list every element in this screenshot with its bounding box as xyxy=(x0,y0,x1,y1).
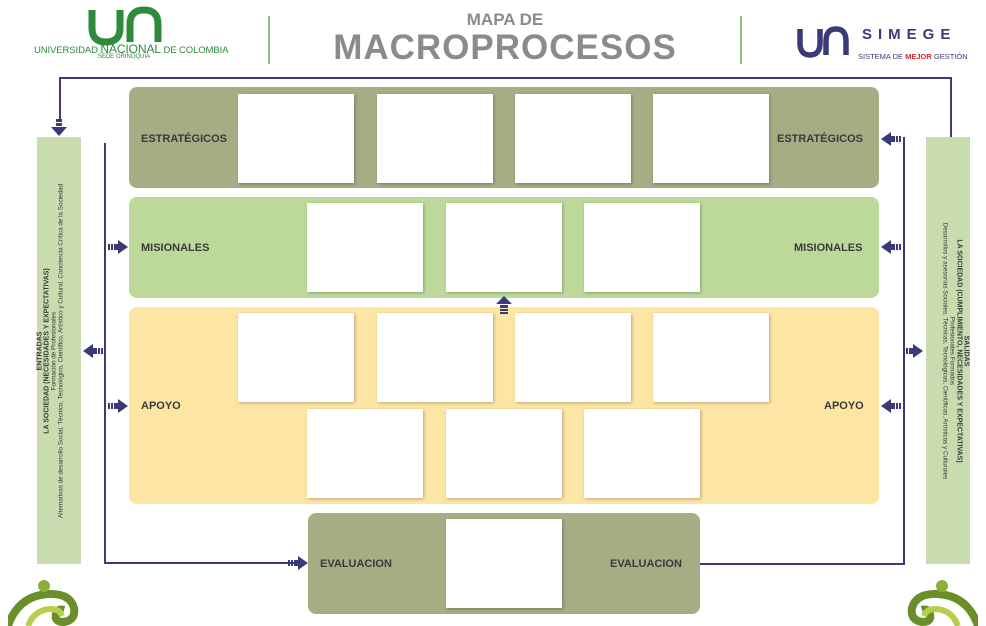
misionales-process-box[interactable] xyxy=(446,203,562,292)
left-arrow-icon xyxy=(83,344,103,358)
apoyo-process-box[interactable] xyxy=(377,313,493,402)
estrategicos-label-left: ESTRATÉGICOS xyxy=(141,133,227,145)
left-arrow-icon xyxy=(881,399,901,413)
evaluacion-label-left: EVALUACION xyxy=(320,558,392,570)
university-campus: SEDE ORINOQUIA xyxy=(97,54,151,60)
entradas-subtitle: LA SOCIEDAD (NECESIDADES Y EXPECTATIVAS) xyxy=(43,268,51,434)
right-arrow-icon xyxy=(288,556,308,570)
salidas-line1: Profesionales Formados xyxy=(948,316,956,386)
apoyo-label-left: APOYO xyxy=(141,400,181,412)
salidas-text: SALIDAS LA SOCIEDAD (CUMPLIMIENTO, NECES… xyxy=(926,139,970,564)
simege-tagline: SISTEMA DE MEJOR GESTIÓN xyxy=(858,52,968,61)
apoyo-process-box[interactable] xyxy=(653,313,769,402)
top-connector-line xyxy=(59,77,952,79)
misionales-process-box[interactable] xyxy=(307,203,423,292)
evaluacion-process-box[interactable] xyxy=(446,519,562,608)
un-logo-icon xyxy=(88,6,162,46)
up-arrow-icon xyxy=(496,296,512,314)
down-arrow-icon xyxy=(51,119,67,136)
entradas-title: ENTRADAS xyxy=(36,331,44,371)
salidas-line2: Desarrollos y asesorías Sociales, Técnic… xyxy=(941,222,949,480)
apoyo-process-box[interactable] xyxy=(515,313,631,402)
header-divider-left xyxy=(268,16,270,64)
right-arrow-icon xyxy=(108,240,128,254)
decorative-swirl-icon xyxy=(907,580,978,626)
page-title-top: MAPA DE xyxy=(466,10,544,29)
entradas-vertical-line xyxy=(104,143,106,563)
entradas-panel: ENTRADAS LA SOCIEDAD (NECESIDADES Y EXPE… xyxy=(37,137,81,564)
entradas-line1: Formación de Profesionales xyxy=(50,311,58,391)
page-title: MACROPROCESOS xyxy=(333,28,677,67)
decorative-swirl-icon xyxy=(8,580,79,626)
salidas-subtitle: LA SOCIEDAD (CUMPLIMIENTO, NECESIDADES Y… xyxy=(955,239,963,463)
right-arrow-icon xyxy=(108,399,128,413)
right-arrow-icon xyxy=(903,344,923,358)
estrategicos-label-right: ESTRATÉGICOS xyxy=(777,133,863,145)
entradas-bottom-line xyxy=(104,562,294,564)
misionales-label-left: MISIONALES xyxy=(141,242,210,254)
header-divider-right xyxy=(740,16,742,64)
misionales-process-box[interactable] xyxy=(584,203,700,292)
apoyo-process-box[interactable] xyxy=(446,409,562,498)
estrategicos-process-box[interactable] xyxy=(238,94,354,183)
apoyo-process-box[interactable] xyxy=(307,409,423,498)
entradas-text: ENTRADAS LA SOCIEDAD (NECESIDADES Y EXPE… xyxy=(37,139,81,564)
estrategicos-process-box[interactable] xyxy=(377,94,493,183)
apoyo-process-box[interactable] xyxy=(584,409,700,498)
simege-un-logo-icon xyxy=(797,26,849,58)
university-name: UNIVERSIDAD NACIONAL DE COLOMBIA xyxy=(34,42,229,56)
entradas-line2: Alternativas de desarrollo Social, Técni… xyxy=(57,183,65,519)
estrategicos-process-box[interactable] xyxy=(653,94,769,183)
evaluacion-label-right: EVALUACION xyxy=(610,558,682,570)
simege-wordmark: SIMEGE xyxy=(862,26,957,43)
estrategicos-process-box[interactable] xyxy=(515,94,631,183)
apoyo-label-right: APOYO xyxy=(824,400,864,412)
apoyo-process-box[interactable] xyxy=(238,313,354,402)
salidas-bottom-line xyxy=(700,563,905,565)
left-connector-line xyxy=(59,77,61,121)
left-arrow-icon xyxy=(881,240,901,254)
salidas-panel: SALIDAS LA SOCIEDAD (CUMPLIMIENTO, NECES… xyxy=(926,137,970,564)
misionales-label-right: MISIONALES xyxy=(794,242,863,254)
salidas-title: SALIDAS xyxy=(962,335,970,367)
right-connector-line xyxy=(950,77,952,137)
left-arrow-icon xyxy=(881,132,901,146)
